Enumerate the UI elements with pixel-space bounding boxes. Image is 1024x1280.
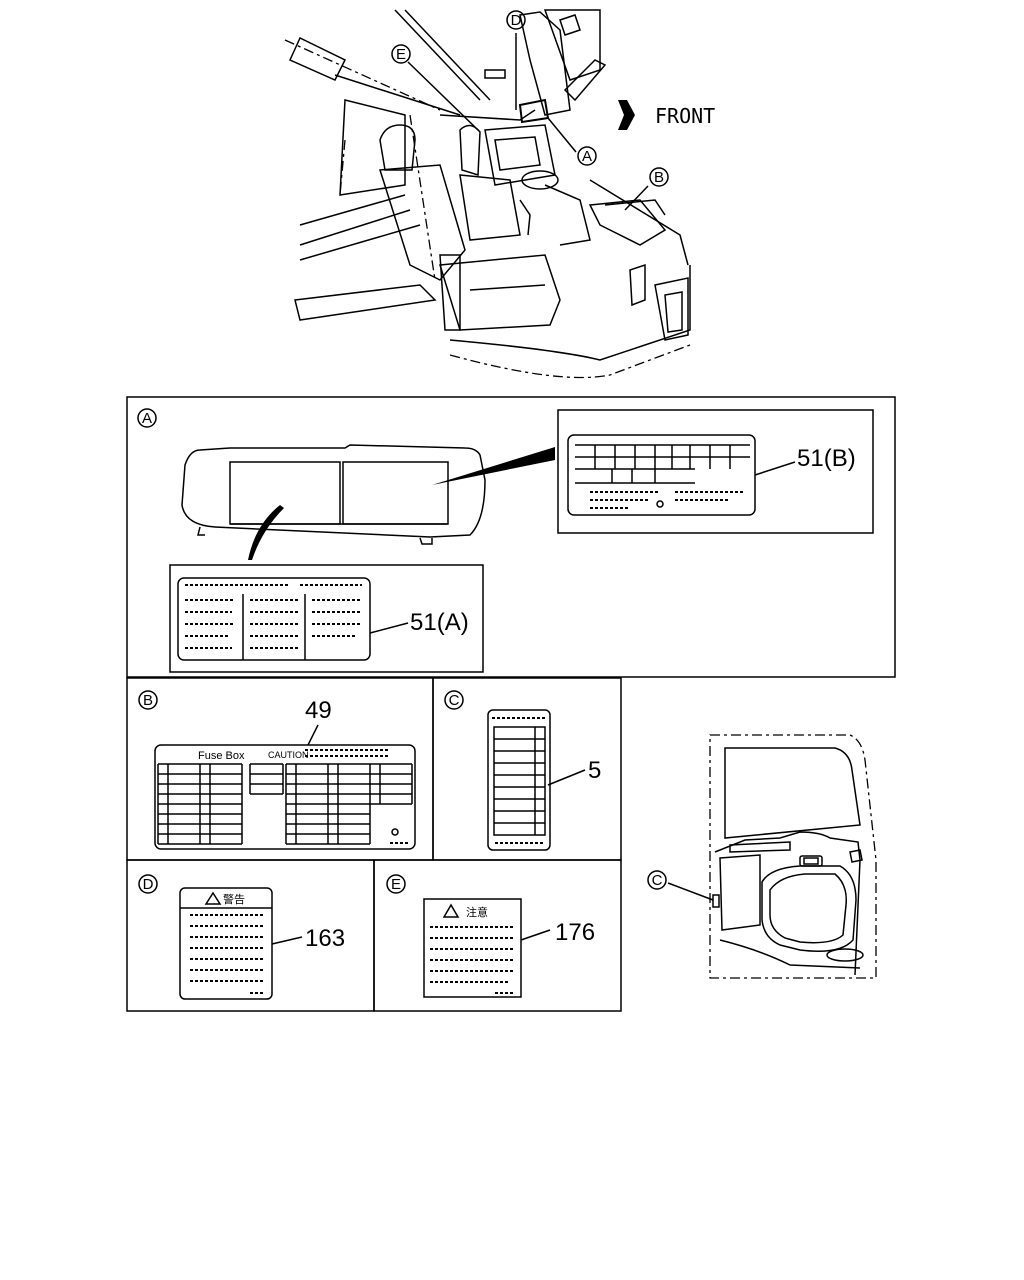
part-number-49: 49 (305, 697, 332, 724)
panel-B: B Fuse Box CAUTION 49 (126, 677, 434, 861)
caution-triangle-icon (442, 903, 460, 918)
warning-triangle-icon (204, 891, 222, 905)
label-176: 注意 176 (423, 898, 595, 998)
svg-text:A: A (142, 410, 152, 427)
front-label: FRONT (655, 104, 715, 128)
sun-visor (181, 444, 486, 545)
callout-B: B (649, 167, 669, 187)
svg-text:C: C (449, 692, 460, 709)
front-arrow-icon (618, 100, 635, 130)
part-number-176: 176 (555, 919, 595, 946)
fuse-box-title: Fuse Box (198, 750, 245, 762)
callout-A: A (577, 146, 597, 166)
part-number-51B: 51(B) (797, 445, 856, 472)
panel-D: D 警告 163 (126, 859, 375, 1012)
label-176-title: 注意 (466, 905, 488, 919)
panel-E: E 注意 176 (373, 859, 622, 1012)
fuse-box-caution: CAUTION (268, 750, 309, 760)
svg-text:B: B (143, 692, 153, 709)
door-illustration (667, 734, 877, 979)
svg-text:D: D (511, 12, 522, 29)
svg-text:E: E (396, 46, 406, 63)
panel-A: A 51(B) (126, 396, 896, 678)
label-163-title: 警告 (223, 892, 245, 906)
label-51A: 51(A) (169, 564, 484, 673)
svg-text:E: E (391, 876, 401, 893)
part-number-51A: 51(A) (410, 609, 469, 636)
svg-text:B: B (654, 169, 664, 186)
callout-E: E (391, 44, 411, 64)
front-direction-indicator: FRONT (618, 100, 715, 130)
label-49-fuse-box: Fuse Box CAUTION 49 (154, 697, 416, 850)
panel-C: C 5 (432, 677, 622, 861)
svg-text:D: D (143, 876, 154, 893)
part-number-5: 5 (588, 757, 601, 784)
svg-text:C: C (652, 872, 663, 889)
part-number-163: 163 (305, 925, 345, 952)
callout-D: D (506, 10, 526, 30)
label-51B: 51(B) (557, 409, 874, 534)
cab-interior-illustration (284, 9, 691, 379)
label-163: 警告 163 (179, 887, 345, 1000)
label-5: 5 (487, 709, 601, 851)
svg-text:A: A (582, 148, 592, 165)
door-callout-C: C (647, 870, 667, 890)
